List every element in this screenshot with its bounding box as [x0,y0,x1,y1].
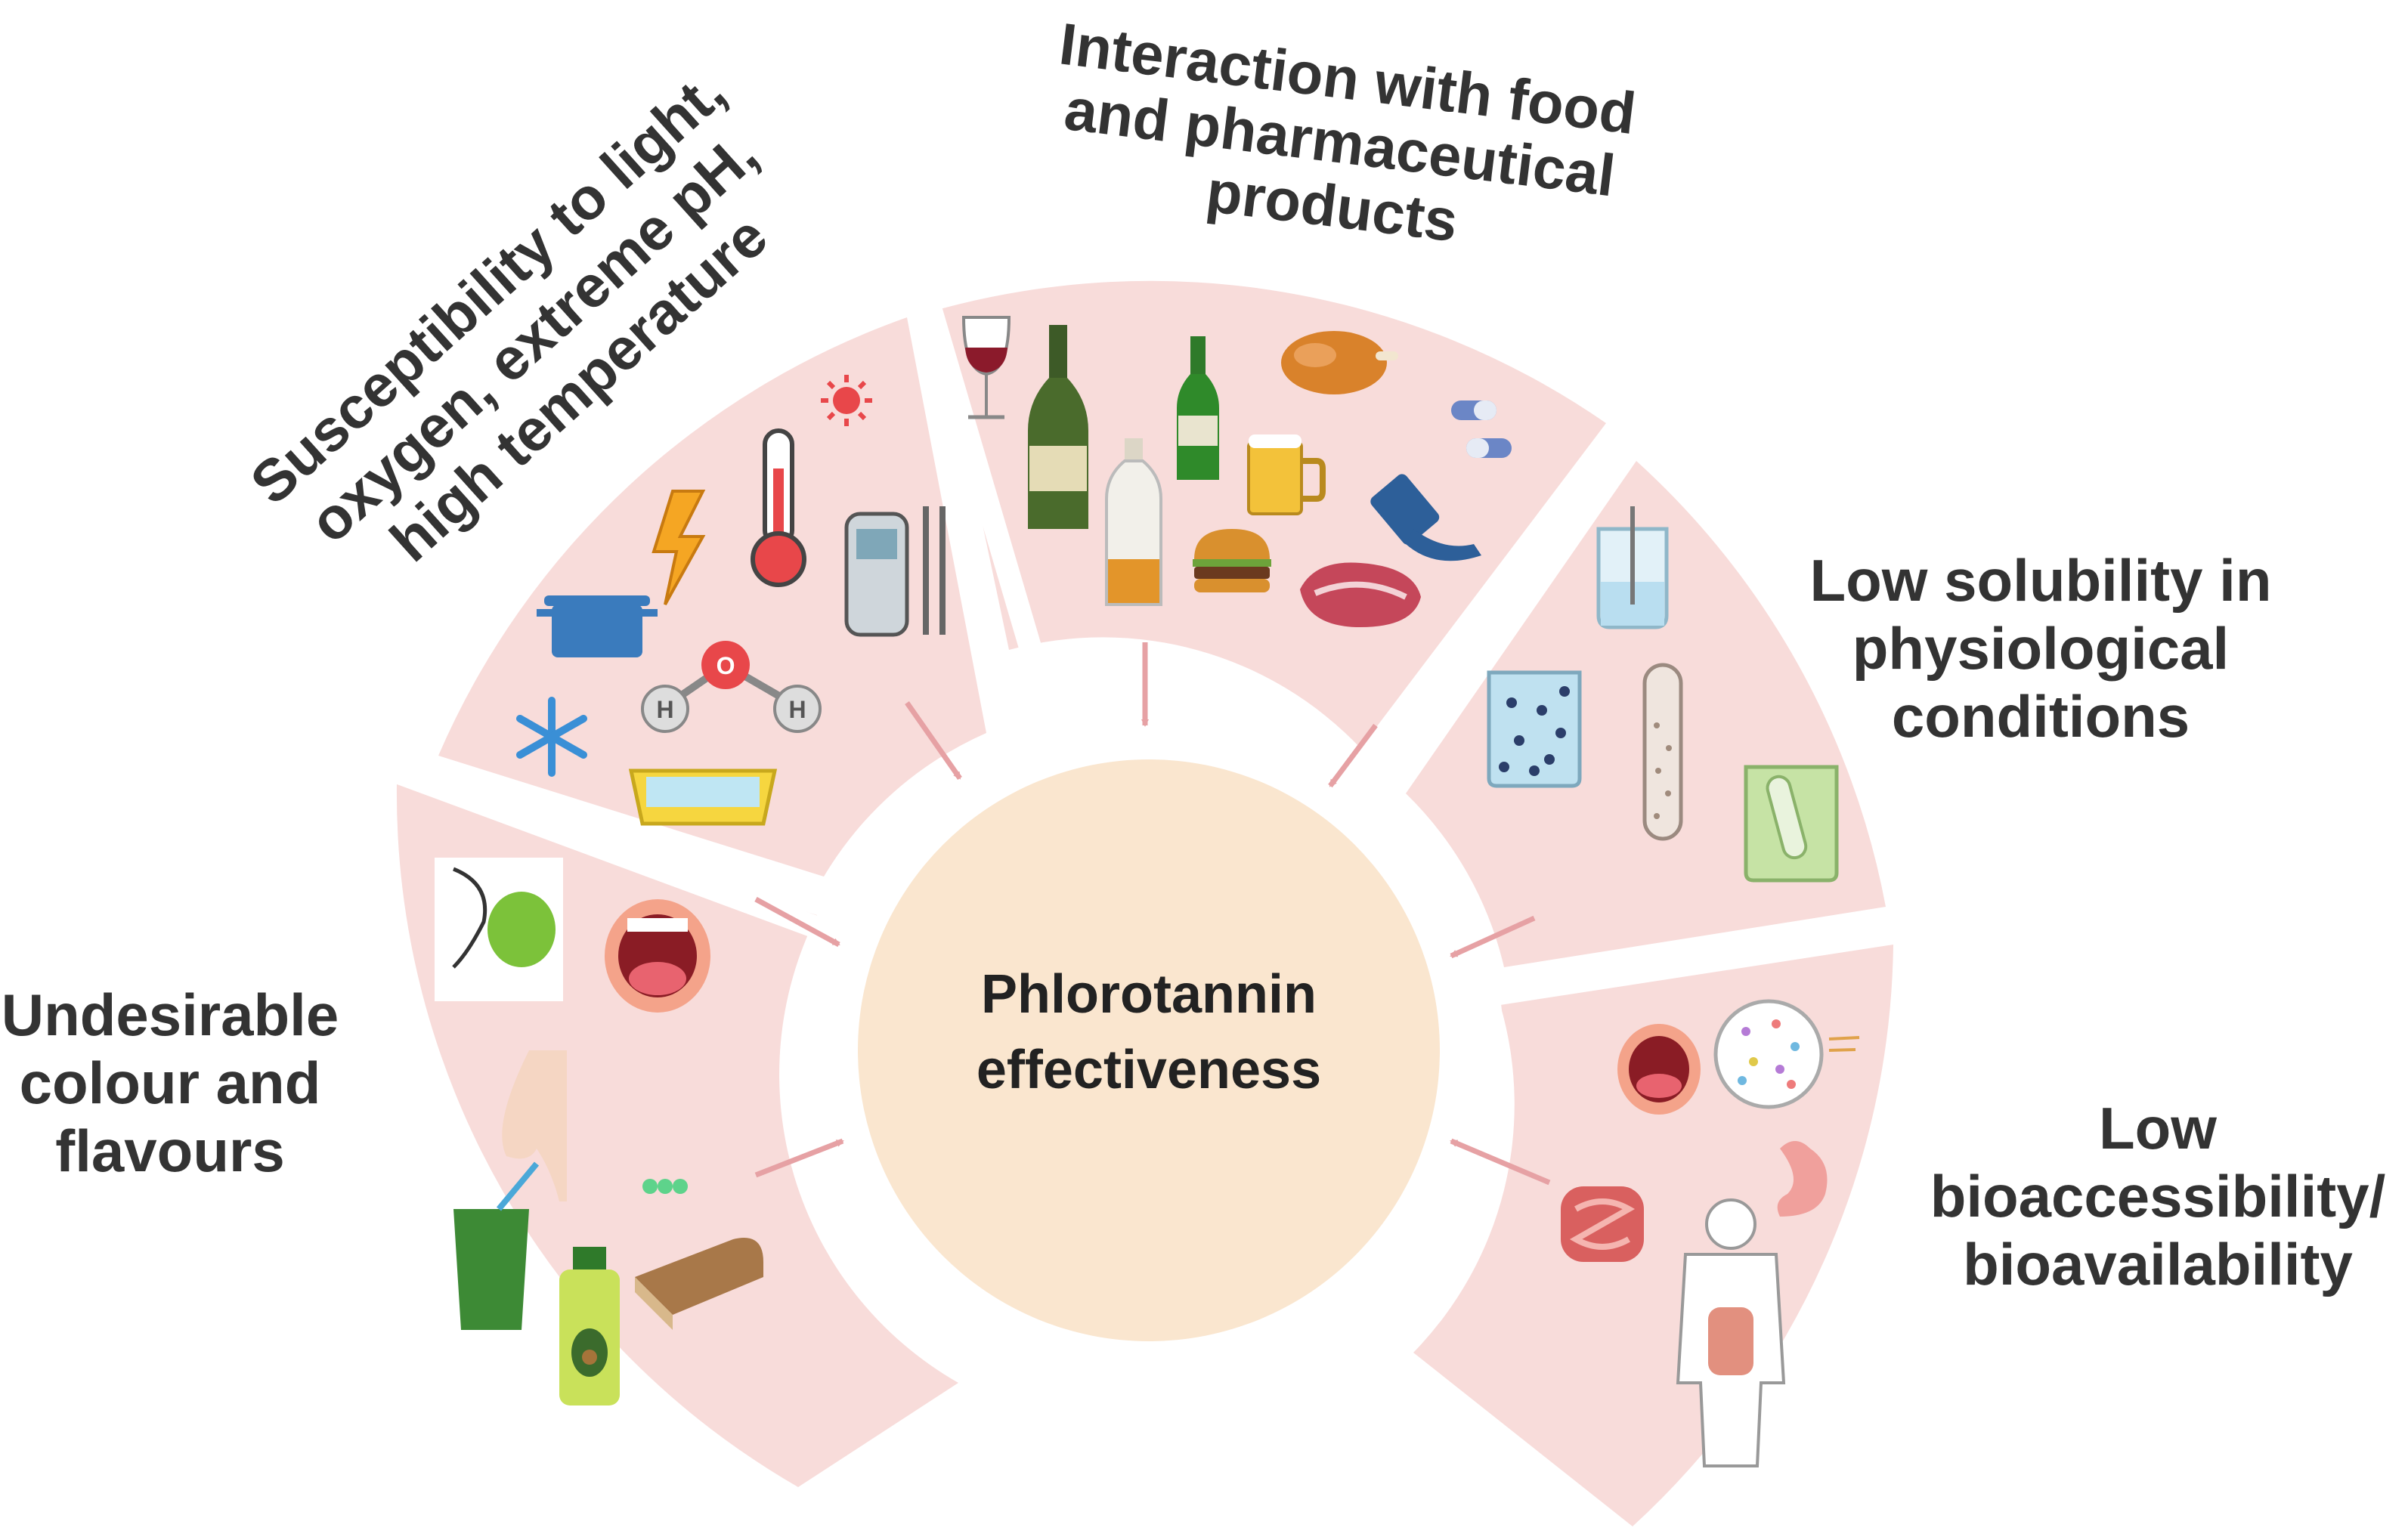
liquid-bottle-icon [1105,438,1162,606]
arrows [754,642,1551,1186]
label-colour-line1: Undesirable [2,982,339,1048]
svg-text:H: H [656,696,673,723]
medicine-syrup-icon [1370,474,1481,561]
arrow-solubility [1450,915,1536,959]
icons-interaction [961,316,1512,627]
green-juice-icon [453,1161,540,1330]
stomach-icon [1777,1141,1828,1217]
mouth-icon [1617,1024,1701,1115]
label-solubility: Low solubility in physiological conditio… [1810,547,2272,750]
snowflake-icon [516,697,587,777]
champagne-bottle-icon [1028,325,1088,529]
arrow-susceptibility [905,700,962,781]
microbes-icon [1713,999,1860,1109]
pills-icon [1451,400,1512,458]
label-bioaccessibility-line1: Low [2099,1095,2217,1161]
svg-text:O: O [717,652,735,679]
burger-icon [1193,529,1271,592]
icons-susceptibility: O H H [516,375,946,826]
test-tube-icon [1642,663,1683,841]
ph-meter-icon [844,506,946,637]
bread-icon [635,1238,763,1330]
juice-bottle-icon [559,1247,620,1405]
open-mouth-icon [605,899,710,1013]
nose-icon [502,1050,567,1201]
label-solubility-line2: physiological [1852,615,2229,682]
sun-icon [821,375,872,426]
steak-icon [1300,562,1421,627]
label-interaction: Interaction with food and pharmaceutical… [1056,10,1639,254]
beaker-particles-icon [1487,670,1582,788]
human-body-icon [1676,1198,1786,1467]
label-colour-line2: colour and [20,1050,321,1116]
segment-susceptibility [438,317,986,877]
label-solubility-line3: conditions [1892,683,2190,750]
label-bioaccessibility-line2: bioaccessibility/ [1930,1163,2386,1229]
roast-chicken-icon [1281,331,1398,394]
svg-text:H: H [788,696,806,723]
icons-bioaccessibility [1561,999,1860,1467]
center-label-line1: Phlorotannin [981,964,1317,1025]
arrow-bioaccessibility [1450,1138,1551,1186]
icons-colour [435,858,763,1405]
label-bioaccessibility-line3: bioavailability [1963,1231,2353,1297]
cooking-pot-icon [537,595,658,657]
label-colour-line3: flavours [55,1118,284,1184]
arrow-colour-lower [754,1138,844,1178]
water-molecule-icon: O H H [641,641,822,733]
thermometer-icon [751,428,806,587]
lightning-icon [652,490,706,605]
ice-tray-icon [628,768,778,826]
molecule-icon [642,1179,688,1194]
center-label-line2: effectiveness [977,1040,1321,1100]
label-bioaccessibility: Low bioaccessibility/ bioavailability [1930,1095,2386,1297]
center-circle [858,759,1440,1341]
label-colour: Undesirable colour and flavours [2,982,339,1184]
arrow-colour-upper [754,896,840,948]
wine-glass-icon [961,316,1011,419]
label-solubility-line1: Low solubility in [1810,547,2272,614]
beer-mug-icon [1247,434,1326,515]
beaker-green-icon [1744,765,1839,883]
beer-bottle-icon [1177,336,1219,480]
beaker-stirring-icon [1596,506,1669,629]
arrow-interaction-right [1328,723,1378,788]
icons-solubility [1487,506,1839,883]
tasting-face-icon [435,858,563,1001]
intestine-icon [1561,1186,1644,1262]
